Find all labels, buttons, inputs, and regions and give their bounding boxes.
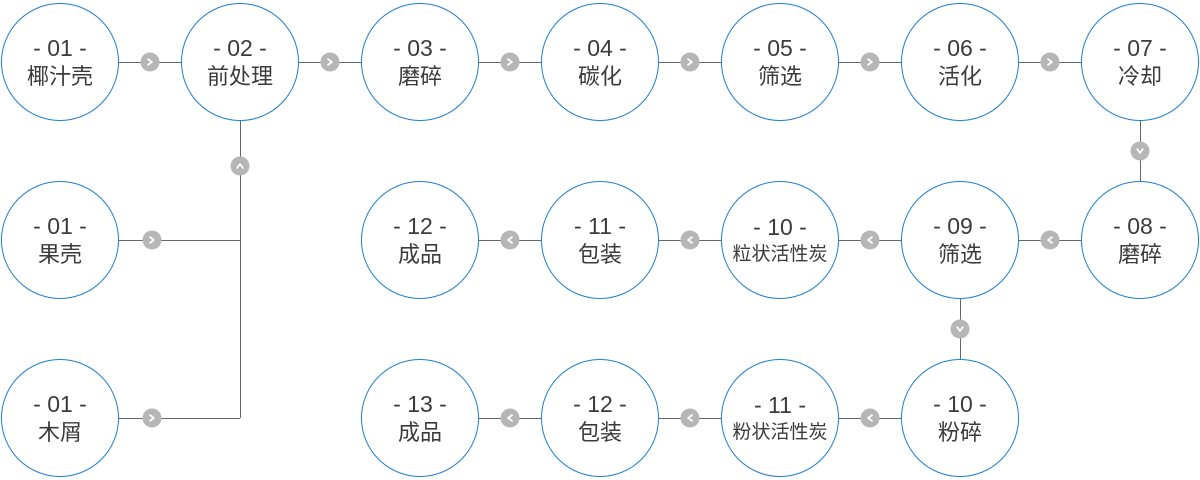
flow-node: - 07 -冷却 [1081,3,1199,121]
node-step-number: - 01 - [33,34,87,61]
arrow-left-icon [500,408,520,428]
node-step-label: 成品 [397,241,442,267]
flow-node: - 11 -包装 [541,181,659,299]
flow-node: - 12 -成品 [361,181,479,299]
arrow-left-icon [860,230,880,250]
node-step-number: - 01 - [33,390,87,417]
flow-node: - 06 -活化 [901,3,1019,121]
node-step-label: 粉碎 [937,419,982,445]
node-step-label: 筛选 [757,63,802,89]
node-step-number: - 12 - [393,212,447,239]
arrow-left-icon [1040,230,1060,250]
arrow-right-icon [500,52,520,72]
flow-node: - 03 -磨碎 [361,3,479,121]
node-step-number: - 10 - [753,214,807,240]
node-step-number: - 02 - [213,34,267,61]
arrow-up-icon [230,156,250,176]
connector-line [239,121,241,418]
flow-node: - 02 -前处理 [181,3,299,121]
arrow-left-icon [500,230,520,250]
connector-line [119,417,240,419]
flow-node: - 05 -筛选 [721,3,839,121]
arrow-right-icon [1040,52,1060,72]
flow-node: - 11 - 粉状活性炭 [721,359,839,477]
flow-node: - 13 -成品 [361,359,479,477]
node-step-number: - 01 - [33,212,87,239]
node-step-label: 磨碎 [397,63,442,89]
node-step-number: - 06 - [933,34,987,61]
node-step-label: 冷却 [1117,63,1162,89]
arrow-down-icon [950,319,970,339]
node-step-number: - 10 - [933,390,987,417]
flow-node: - 08 -磨碎 [1081,181,1199,299]
node-step-number: - 03 - [393,34,447,61]
node-step-label: 包装 [577,419,622,445]
node-step-label: 活化 [937,63,982,89]
node-step-number: - 12 - [573,390,627,417]
node-step-label: 包装 [577,241,622,267]
node-step-label: 木屑 [37,419,82,445]
node-step-label: 成品 [397,419,442,445]
node-step-label: 椰汁壳 [26,63,93,89]
node-step-number: - 08 - [1113,212,1167,239]
node-step-label: 前处理 [206,63,273,89]
node-step-label: 磨碎 [1117,241,1162,267]
flow-node: - 01 -果壳 [1,181,119,299]
flow-node: - 01 -木屑 [1,359,119,477]
flow-node: - 10 -粉碎 [901,359,1019,477]
node-step-number: - 04 - [573,34,627,61]
arrow-right-icon [320,52,340,72]
arrow-left-icon [680,408,700,428]
arrow-left-icon [680,230,700,250]
flow-node: - 09 -筛选 [901,181,1019,299]
node-step-number: - 11 - [754,392,806,418]
connector-line [119,239,240,241]
node-step-number: - 13 - [393,390,447,417]
node-step-label: 粒状活性炭 [732,244,828,265]
node-step-label: 粉状活性炭 [732,422,828,443]
arrow-down-icon [1130,141,1150,161]
node-step-number: - 07 - [1113,34,1167,61]
node-step-number: - 11 - [574,212,626,239]
node-step-label: 筛选 [937,241,982,267]
flow-node: - 10 - 粒状活性炭 [721,181,839,299]
arrow-right-icon [142,230,162,250]
arrow-right-icon [142,408,162,428]
node-step-number: - 05 - [753,34,807,61]
flow-node: - 12 -包装 [541,359,659,477]
node-step-number: - 09 - [933,212,987,239]
arrow-right-icon [860,52,880,72]
flow-node: - 01 -椰汁壳 [1,3,119,121]
node-step-label: 果壳 [37,241,82,267]
arrow-right-icon [680,52,700,72]
arrow-left-icon [860,408,880,428]
flow-node: - 04 -碳化 [541,3,659,121]
node-step-label: 碳化 [577,63,622,89]
arrow-right-icon [140,52,160,72]
